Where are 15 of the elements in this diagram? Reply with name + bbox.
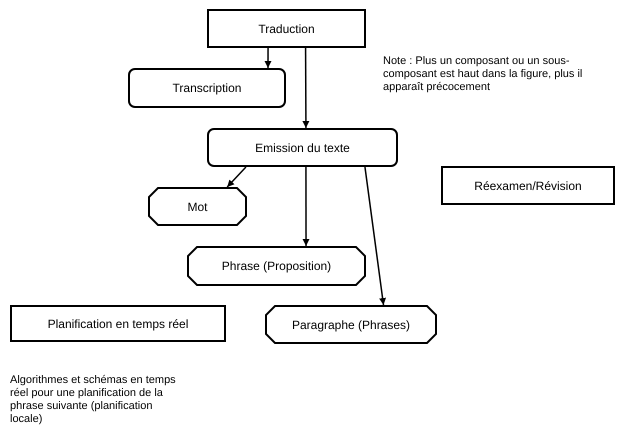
node-label: Traduction (258, 22, 315, 36)
node-label: Phrase (Proposition) (222, 259, 332, 273)
arrow (302, 48, 310, 128)
node-label: Réexamen/Révision (474, 178, 582, 192)
arrow (364, 166, 386, 306)
arrow (302, 167, 310, 246)
node-label: Transcription (172, 81, 242, 95)
arrow (264, 48, 272, 68)
note-text: Algorithmes et schémas en temps réel pour une planification de la phrase suivante (planification locale) (10, 374, 177, 426)
note-text: Note : Plus un composant ou un sous-composant est haut dans la figure, plus il apparaît précocement (383, 55, 584, 94)
node-label: Mot (187, 200, 208, 214)
node-label: Planification en temps réel (48, 316, 188, 330)
arrow (226, 166, 247, 188)
node-label: Emission du texte (255, 140, 350, 154)
node-label: Paragraphe (Phrases) (292, 318, 410, 332)
